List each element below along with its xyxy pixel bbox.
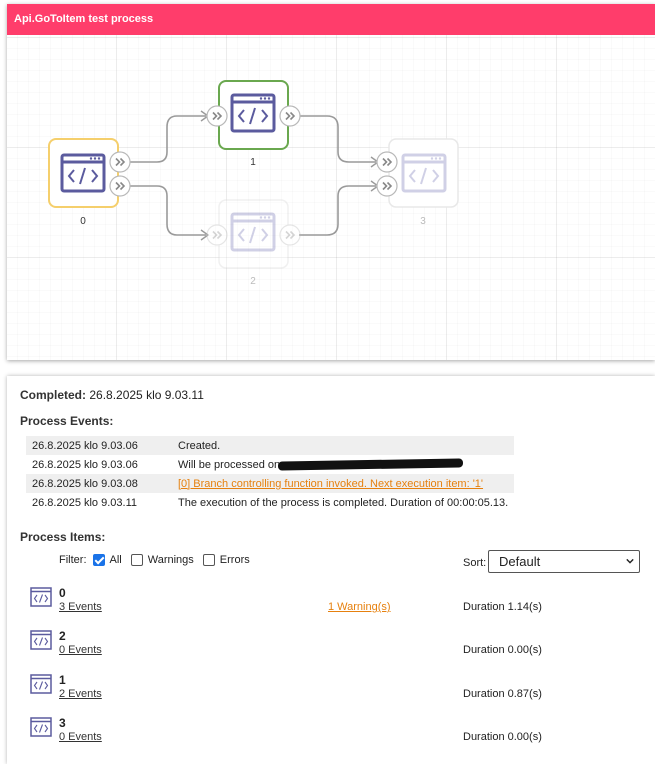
event-message-link[interactable]: [0] Branch controlling function invoked.… (178, 477, 484, 490)
process-diagram-panel: Api.GoToItem test process (7, 4, 655, 360)
connectors (130, 110, 380, 241)
process-details: Completed: 26.8.2025 klo 9.03.11 Process… (7, 376, 655, 764)
item-id: 3 (59, 716, 66, 730)
item-events-link[interactable]: 3 Events (59, 601, 102, 613)
node-3[interactable] (376, 138, 459, 208)
chevron-down-icon (626, 558, 634, 564)
code-window-icon (30, 717, 52, 737)
completed-status: Completed: 26.8.2025 klo 9.03.11 (20, 388, 204, 402)
node-label-0: 0 (80, 216, 86, 227)
code-window-icon (30, 674, 52, 694)
completed-value: 26.8.2025 klo 9.03.11 (89, 388, 204, 402)
filter-row: Filter: All Warnings Errors (59, 554, 250, 566)
item-events-link[interactable]: 2 Events (59, 688, 102, 700)
filter-warnings-checkbox[interactable] (130, 554, 143, 566)
event-time: 26.8.2025 klo 9.03.06 (32, 458, 138, 471)
events-table: 26.8.2025 klo 9.03.06 Created. 26.8.2025… (26, 436, 515, 512)
filter-label: Filter: (59, 554, 87, 566)
node-label-3: 3 (420, 216, 426, 227)
item-duration: Duration 0.00(s) (463, 731, 542, 743)
node-1[interactable] (206, 80, 301, 150)
event-time: 26.8.2025 klo 9.03.06 (26, 436, 167, 455)
item-id: 0 (59, 586, 66, 600)
node-label-2: 2 (250, 276, 256, 287)
item-id: 2 (59, 629, 66, 643)
diagram-svg (48, 80, 459, 269)
filter-errors-checkbox[interactable] (202, 554, 215, 566)
process-item: 3 0 Events Duration 0.00(s) (30, 716, 650, 754)
event-row: 26.8.2025 klo 9.03.06 Created. (26, 436, 515, 455)
item-events-link[interactable]: 0 Events (59, 731, 102, 743)
event-row: 26.8.2025 klo 9.03.11 The execution of t… (26, 493, 514, 512)
event-row: 26.8.2025 klo 9.03.08 [0] Branch control… (26, 474, 515, 493)
filter-all-label[interactable]: All (109, 554, 122, 566)
item-warnings-link[interactable]: 1 Warning(s) (328, 601, 391, 613)
item-duration: Duration 0.00(s) (463, 644, 542, 656)
item-duration: Duration 0.87(s) (463, 688, 542, 700)
node-0[interactable] (48, 138, 131, 208)
redacted-text (278, 458, 464, 471)
process-item: 1 2 Events Duration 0.87(s) (30, 673, 650, 711)
item-duration: Duration 1.14(s) (463, 601, 542, 613)
filter-all-checkbox[interactable] (92, 554, 105, 566)
event-time: 26.8.2025 klo 9.03.11 (32, 496, 137, 509)
process-item: 2 0 Events Duration 0.00(s) (30, 629, 650, 667)
sort-select[interactable]: Default (488, 550, 640, 573)
node-label-1: 1 (250, 157, 256, 168)
event-time: 26.8.2025 klo 9.03.08 (26, 474, 167, 493)
event-row: 26.8.2025 klo 9.03.06 Will be processed … (26, 455, 514, 474)
item-events-link[interactable]: 0 Events (59, 644, 102, 656)
event-message: The execution of the process is complete… (178, 496, 509, 509)
item-id: 1 (59, 673, 66, 687)
diagram-canvas[interactable]: 0 1 2 3 (7, 35, 655, 360)
events-title: Process Events: (20, 414, 114, 428)
node-2[interactable] (206, 199, 301, 269)
process-title: Api.GoToItem test process (7, 4, 655, 35)
process-item: 0 3 Events 1 Warning(s) Duration 1.14(s) (30, 586, 650, 624)
sort-label: Sort: (463, 557, 487, 569)
code-window-icon (30, 630, 52, 650)
items-title: Process Items: (20, 530, 106, 544)
event-message: Will be processed on (178, 458, 281, 471)
completed-label: Completed: (20, 388, 86, 402)
sort-value: Default (499, 554, 541, 569)
code-window-icon (30, 587, 52, 607)
filter-errors-label[interactable]: Errors (219, 554, 250, 566)
filter-warnings-label[interactable]: Warnings (147, 554, 194, 566)
event-message: Created. (167, 436, 515, 455)
